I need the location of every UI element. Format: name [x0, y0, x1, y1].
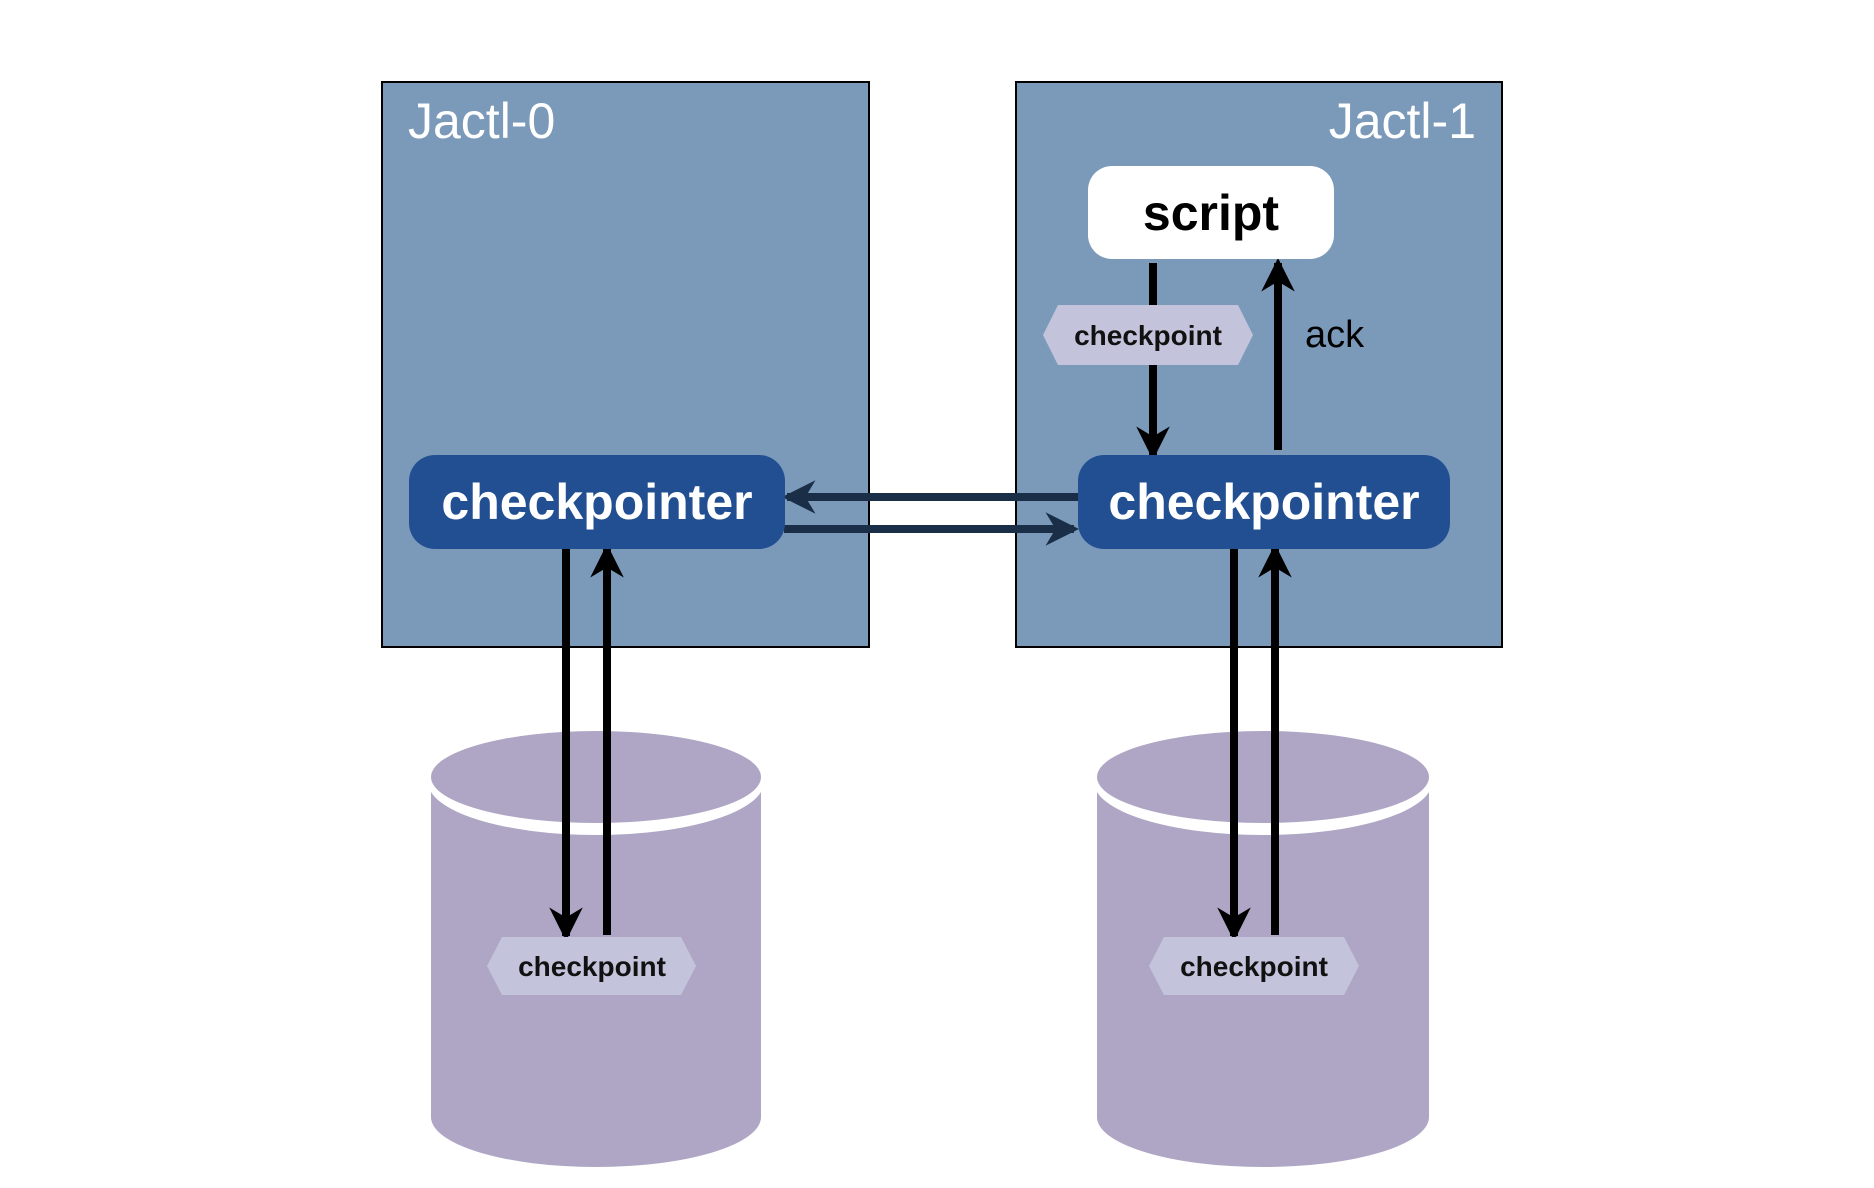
- node-jactl-0: Jactl-0: [381, 81, 870, 648]
- checkpointer-0: checkpointer: [409, 455, 785, 549]
- tag-label: checkpoint: [1074, 320, 1222, 351]
- script-box: script: [1088, 166, 1334, 259]
- arrows: [549, 257, 1295, 942]
- tag-shape: [1043, 305, 1253, 365]
- checkpoint-tag-script: checkpoint: [1043, 305, 1253, 365]
- node-box: [381, 81, 870, 648]
- script-rect: [1088, 166, 1334, 259]
- checkpoint-tag-db-0: checkpoint: [487, 937, 696, 995]
- checkpointer-label: checkpointer: [1108, 474, 1419, 530]
- checkpointer-1: checkpointer: [1078, 455, 1450, 549]
- checkpoint-tag-db-1: checkpoint: [1149, 937, 1359, 995]
- tag-shape: [1149, 937, 1359, 995]
- checkpointer-pill: [409, 455, 785, 549]
- checkpointer-label: checkpointer: [441, 474, 752, 530]
- checkpointer-pill: [1078, 455, 1450, 549]
- tag-shape: [487, 937, 696, 995]
- node-title: Jactl-0: [408, 93, 555, 149]
- script-label: script: [1143, 185, 1280, 241]
- database-top: [431, 731, 761, 823]
- node-title: Jactl-1: [1329, 93, 1476, 149]
- database-top: [1097, 731, 1429, 823]
- tag-label: checkpoint: [518, 951, 666, 982]
- tag-label: checkpoint: [1180, 951, 1328, 982]
- ack-label-group: ack: [1305, 314, 1365, 356]
- ack-label: ack: [1305, 314, 1365, 356]
